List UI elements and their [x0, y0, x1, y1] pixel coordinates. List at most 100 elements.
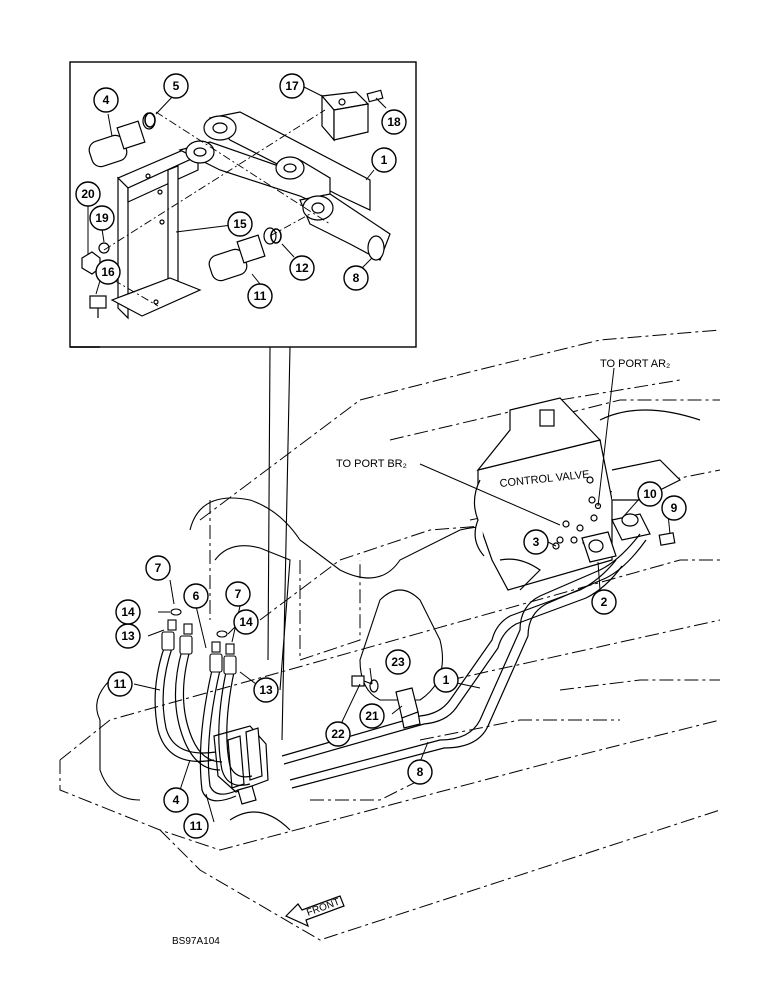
callout-c7b: 7 [225, 581, 251, 607]
callout-c23: 23 [385, 649, 411, 675]
callout-number: 20 [81, 187, 95, 201]
callout-number: 4 [103, 93, 110, 107]
control-valve [473, 397, 701, 591]
callout-c21: 21 [359, 703, 385, 729]
callout-circle [385, 649, 411, 675]
callout-c8a: 8 [343, 265, 369, 291]
callout-number: 6 [193, 589, 200, 603]
callout-number: 12 [295, 261, 309, 275]
callout-number: 16 [101, 265, 115, 279]
callout-circle [325, 721, 351, 747]
to-port-br2-label: TO PORT BR₂ [336, 458, 407, 470]
callout-c13a: 13 [115, 623, 141, 649]
callout-circle [279, 73, 305, 99]
callout-c11c: 11 [183, 813, 209, 839]
callout-c8b: 8 [407, 759, 433, 785]
callout-c3: 3 [523, 529, 549, 555]
callout-number: 4 [173, 793, 180, 807]
callout-c20: 20 [75, 181, 101, 207]
callout-circle [359, 703, 385, 729]
callout-circle [227, 211, 253, 237]
callout-c17: 17 [279, 73, 305, 99]
callout-circle [289, 255, 315, 281]
callout-circle [89, 205, 115, 231]
callout-group: 1234456778891011111112131314141516171819… [75, 73, 687, 839]
callout-c9: 9 [661, 495, 687, 521]
callout-circle [183, 813, 209, 839]
callout-c4a: 4 [93, 87, 119, 113]
callout-c2: 2 [591, 589, 617, 615]
callout-circle [637, 481, 663, 507]
callout-number: 9 [671, 501, 678, 515]
callout-circle [95, 259, 121, 285]
inset-frame [69, 61, 417, 348]
callout-number: 13 [121, 629, 135, 643]
frame-plate [96, 497, 541, 831]
callout-circle [183, 583, 209, 609]
machine-frame [59, 329, 721, 941]
callout-number: 18 [387, 115, 401, 129]
callout-number: 23 [391, 655, 405, 669]
callout-c14b: 14 [233, 609, 259, 635]
callout-number: 2 [601, 595, 608, 609]
pressure-switch-11 [208, 227, 277, 282]
callout-circle [107, 671, 133, 697]
callout-number: 8 [417, 765, 424, 779]
detail-inset [69, 61, 417, 348]
callout-number: 10 [643, 487, 657, 501]
callout-number: 11 [114, 677, 127, 691]
callout-c11b: 11 [107, 671, 133, 697]
to-port-ar2-label: TO PORT AR₂ [600, 358, 670, 370]
clamp-17 [320, 89, 384, 142]
o-ring-5 [144, 112, 156, 128]
callout-number: 19 [95, 211, 109, 225]
fasteners-inset [81, 242, 110, 318]
callout-number: 3 [533, 535, 540, 549]
callout-circle [225, 581, 251, 607]
callout-c11a: 11 [247, 283, 273, 309]
callout-circle [371, 147, 397, 173]
callout-number: 17 [285, 79, 299, 93]
valve-fittings [552, 513, 676, 563]
callout-number: 7 [235, 587, 242, 601]
callout-number: 11 [190, 819, 203, 833]
callout-number: 8 [353, 271, 360, 285]
hose-fittings [161, 608, 237, 675]
callout-c15: 15 [227, 211, 253, 237]
callout-number: 11 [254, 289, 267, 303]
callout-c5: 5 [163, 73, 189, 99]
callout-circle [163, 787, 189, 813]
callout-number: 1 [381, 153, 388, 167]
callout-circle [145, 555, 171, 581]
callout-circle [253, 677, 279, 703]
callout-number: 15 [233, 217, 247, 231]
callout-circle [381, 109, 407, 135]
front-arrow: FRONT [284, 895, 345, 928]
callout-circle [247, 283, 273, 309]
callout-number: 14 [121, 605, 135, 619]
callout-number: 5 [173, 79, 180, 93]
callout-c1b: 1 [433, 667, 459, 693]
callout-number: 14 [239, 615, 253, 629]
callout-number: 1 [443, 673, 450, 687]
callout-c4b: 4 [163, 787, 189, 813]
callout-c18: 18 [381, 109, 407, 135]
callout-circle [163, 73, 189, 99]
callout-circle [115, 599, 141, 625]
callout-c7a: 7 [145, 555, 171, 581]
callout-circle [93, 87, 119, 113]
callout-circle [523, 529, 549, 555]
callout-c14a: 14 [115, 599, 141, 625]
figure-reference: BS97A104 [172, 936, 220, 947]
callout-circle [75, 181, 101, 207]
callout-number: 13 [259, 683, 273, 697]
callout-c22: 22 [325, 721, 351, 747]
callout-circle [343, 265, 369, 291]
callout-circle [433, 667, 459, 693]
support-bracket [110, 147, 202, 320]
callout-circle [591, 589, 617, 615]
callout-circle [407, 759, 433, 785]
front-label: FRONT [305, 897, 341, 919]
